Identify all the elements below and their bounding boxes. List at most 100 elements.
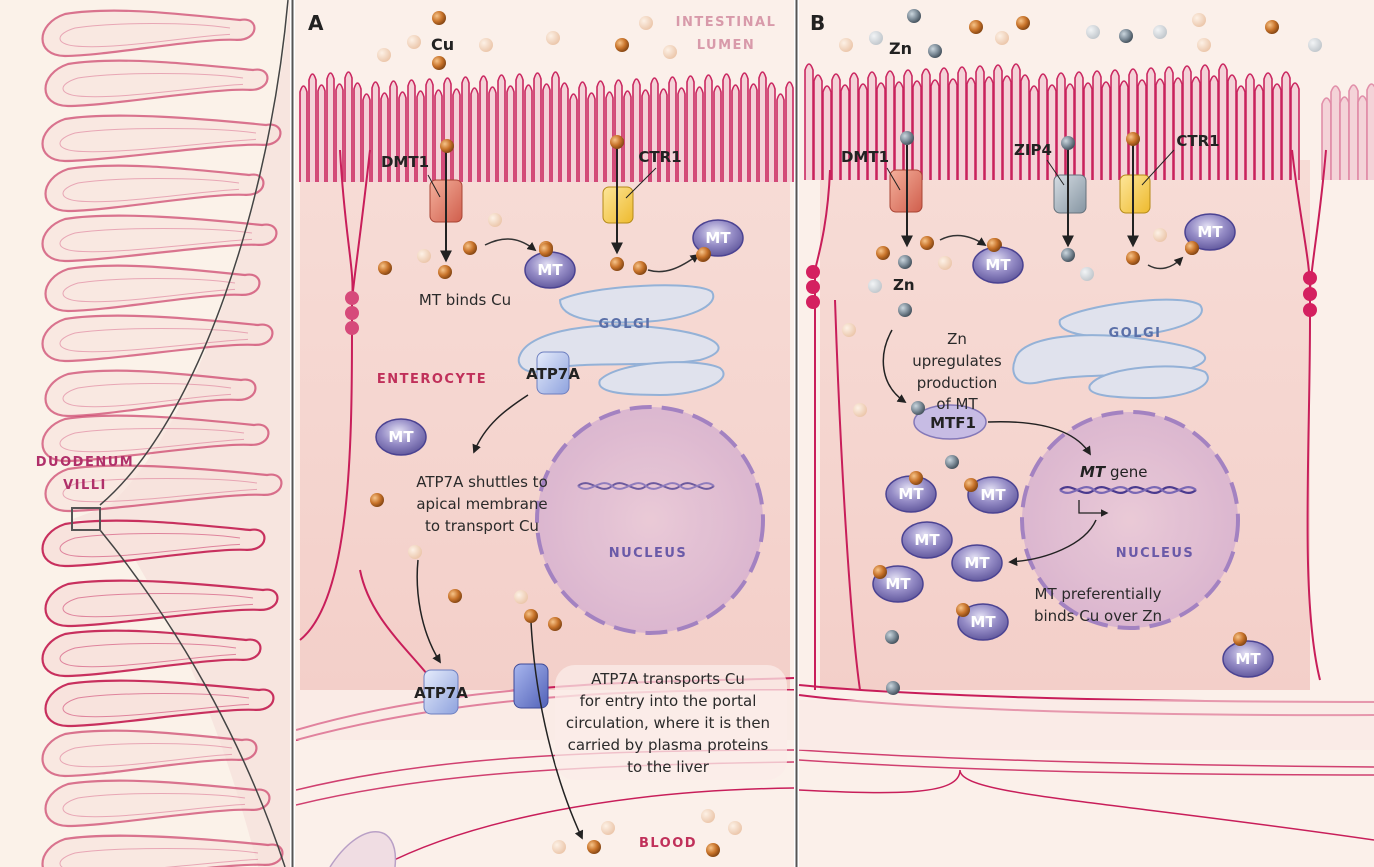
- copper-ion-faded: [1192, 13, 1206, 27]
- microvillus: [1200, 64, 1210, 180]
- microvillus: [695, 86, 704, 182]
- mt-protein: MT: [872, 565, 924, 603]
- microvillus: [921, 68, 931, 180]
- golgi-label-b: GOLGI: [1108, 326, 1161, 341]
- note-upregulates-line: Zn: [947, 330, 967, 348]
- microvillus: [785, 81, 794, 182]
- microvillus: [867, 71, 877, 180]
- zinc-ion: [898, 255, 912, 269]
- atp7a-golgi-transporter: [536, 351, 570, 395]
- zinc-ion-faded: [868, 279, 882, 293]
- microvillus: [434, 89, 443, 182]
- mt-label: MT: [705, 229, 731, 247]
- atp7a-basolateral-label: ATP7A: [414, 684, 468, 702]
- copper-ion-faded: [514, 590, 528, 604]
- copper-ion: [548, 617, 562, 631]
- mt-oval: [967, 476, 1019, 514]
- panel-a-letter: A: [308, 11, 324, 35]
- microvillus: [362, 93, 371, 182]
- bound-copper-ion: [873, 565, 887, 579]
- mt-protein: MT: [1222, 632, 1274, 678]
- mtf1-protein: [913, 404, 987, 440]
- cu-label: Cu: [431, 35, 454, 54]
- microvillus: [804, 63, 814, 180]
- microvillus: [749, 83, 758, 182]
- microvillus: [542, 83, 551, 182]
- copper-ion: [370, 493, 384, 507]
- microvillus: [380, 92, 389, 182]
- arrow-to-blood: [530, 621, 584, 840]
- microvillus: [731, 84, 740, 182]
- ctr1-label: CTR1: [638, 148, 681, 166]
- note-transport-line: ATP7A transports Cu: [591, 670, 745, 688]
- note-preferential-line: MT preferentially: [1035, 585, 1162, 603]
- zinc-ion: [898, 303, 912, 317]
- microvillus: [1002, 75, 1012, 180]
- microvillus: [344, 71, 353, 182]
- microvillus: [1218, 63, 1228, 180]
- ctr1-label-b: CTR1: [1176, 132, 1219, 150]
- mtf1-label: MTF1: [930, 414, 976, 432]
- microvillus: [758, 71, 767, 182]
- microvillus: [407, 79, 416, 182]
- microvillus: [623, 90, 632, 182]
- arrow-atp7a-shuttle: [472, 394, 529, 454]
- microvillus: [479, 75, 488, 182]
- copper-ion-faded: [663, 45, 677, 59]
- arrow-mtf1-to-gene: [987, 421, 1091, 456]
- copper-ion-faded: [377, 48, 391, 62]
- microvillus: [993, 64, 1003, 180]
- microvillus: [1119, 80, 1129, 180]
- mt-protein: MT: [972, 238, 1024, 284]
- zip4-transporter: [1053, 174, 1087, 214]
- copper-ion: [1265, 20, 1279, 34]
- copper-ion: [438, 265, 452, 279]
- copper-ion: [432, 11, 446, 25]
- villus: [41, 9, 256, 58]
- copper-ion-faded: [417, 249, 431, 263]
- mt-protein: MT: [951, 544, 1003, 582]
- microvillus: [488, 86, 497, 182]
- microvillus: [984, 76, 994, 180]
- mt-label: MT: [1235, 650, 1261, 668]
- zinc-ion-faded: [1308, 38, 1322, 52]
- microvillus: [1321, 97, 1332, 180]
- microvillus: [524, 84, 533, 182]
- microvillus: [1330, 85, 1341, 180]
- lumen-label-line2: LUMEN: [697, 38, 756, 53]
- mt-oval: [957, 603, 1009, 641]
- bound-copper-ion: [1233, 632, 1247, 646]
- microvillus: [966, 77, 976, 180]
- microvillus: [885, 70, 895, 180]
- atp7a-basolateral-active: [513, 663, 549, 709]
- copper-ion-faded: [488, 213, 502, 227]
- copper-ion-faded: [601, 821, 615, 835]
- mt-label: MT: [885, 575, 911, 593]
- mt-label: MT: [388, 428, 414, 446]
- mt-label: MT: [970, 613, 996, 631]
- mt-protein: MT: [1184, 213, 1236, 255]
- mt-oval: [692, 219, 744, 257]
- microvillus: [1227, 74, 1237, 180]
- microvillus: [858, 83, 868, 180]
- villi-label: VILLI: [63, 478, 107, 493]
- villus: [41, 519, 266, 568]
- copper-ion: [1016, 16, 1030, 30]
- mt-label: MT: [1197, 223, 1223, 241]
- microvillus: [1348, 84, 1359, 180]
- copper-ion-faded: [1197, 38, 1211, 52]
- microvillus: [1083, 82, 1093, 180]
- microvillus: [1182, 65, 1192, 180]
- zinc-ion: [945, 455, 959, 469]
- note-transport-line: for entry into the portal: [580, 692, 757, 710]
- copper-ion: [706, 843, 720, 857]
- copper-ion: [969, 20, 983, 34]
- zinc-ion: [886, 681, 900, 695]
- mt-oval: [901, 521, 953, 559]
- villus: [44, 679, 275, 728]
- mt-label: MT: [914, 531, 940, 549]
- microvillus: [1191, 76, 1201, 180]
- microvillus: [975, 65, 985, 180]
- copper-ion-faded: [546, 31, 560, 45]
- panel-b-letter: B: [810, 11, 825, 35]
